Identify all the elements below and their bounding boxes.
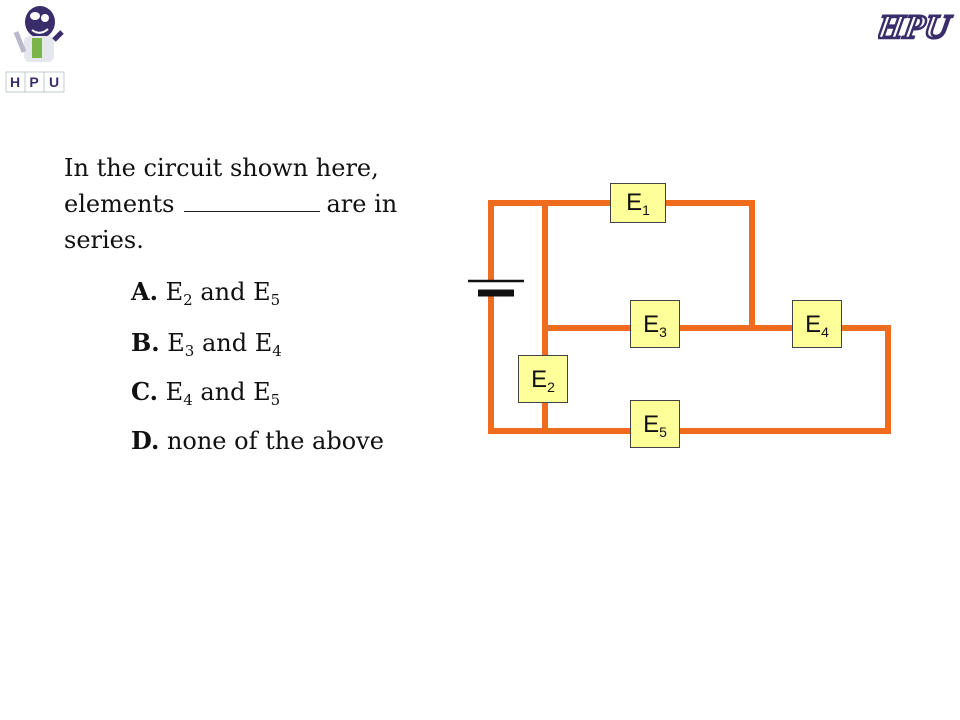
option-a-letter: A. xyxy=(131,277,158,306)
battery-symbol xyxy=(468,279,524,297)
option-a[interactable]: A. E2 and E5 xyxy=(131,277,281,309)
question-part-1: In the circuit shown here, elements xyxy=(64,154,379,218)
element-e2: E2 xyxy=(518,355,568,403)
element-e3: E3 xyxy=(630,300,680,348)
option-b[interactable]: B. E3 and E4 xyxy=(131,328,282,360)
logo-letter-p: P xyxy=(29,74,38,90)
logo-letter-h: H xyxy=(10,74,20,90)
hpu-wordmark-logo: HPU xyxy=(872,2,956,47)
option-c-letter: C. xyxy=(131,377,159,406)
option-b-letter: B. xyxy=(131,328,160,357)
element-e1: E1 xyxy=(610,183,666,223)
answer-blank xyxy=(184,193,321,212)
university-mascot-logo: H P U xyxy=(4,2,66,94)
question-part-2: are in series. xyxy=(64,190,398,254)
hpu-wordmark-text: HPU xyxy=(878,8,955,46)
logo-letter-u: U xyxy=(49,74,59,90)
option-d[interactable]: D. none of the above xyxy=(131,426,384,455)
element-e5: E5 xyxy=(630,400,680,448)
option-d-letter: D. xyxy=(131,426,160,455)
element-e4: E4 xyxy=(792,300,842,348)
option-c[interactable]: C. E4 and E5 xyxy=(131,377,281,409)
circuit-diagram: E1 E2 E3 E4 E5 xyxy=(460,175,900,465)
